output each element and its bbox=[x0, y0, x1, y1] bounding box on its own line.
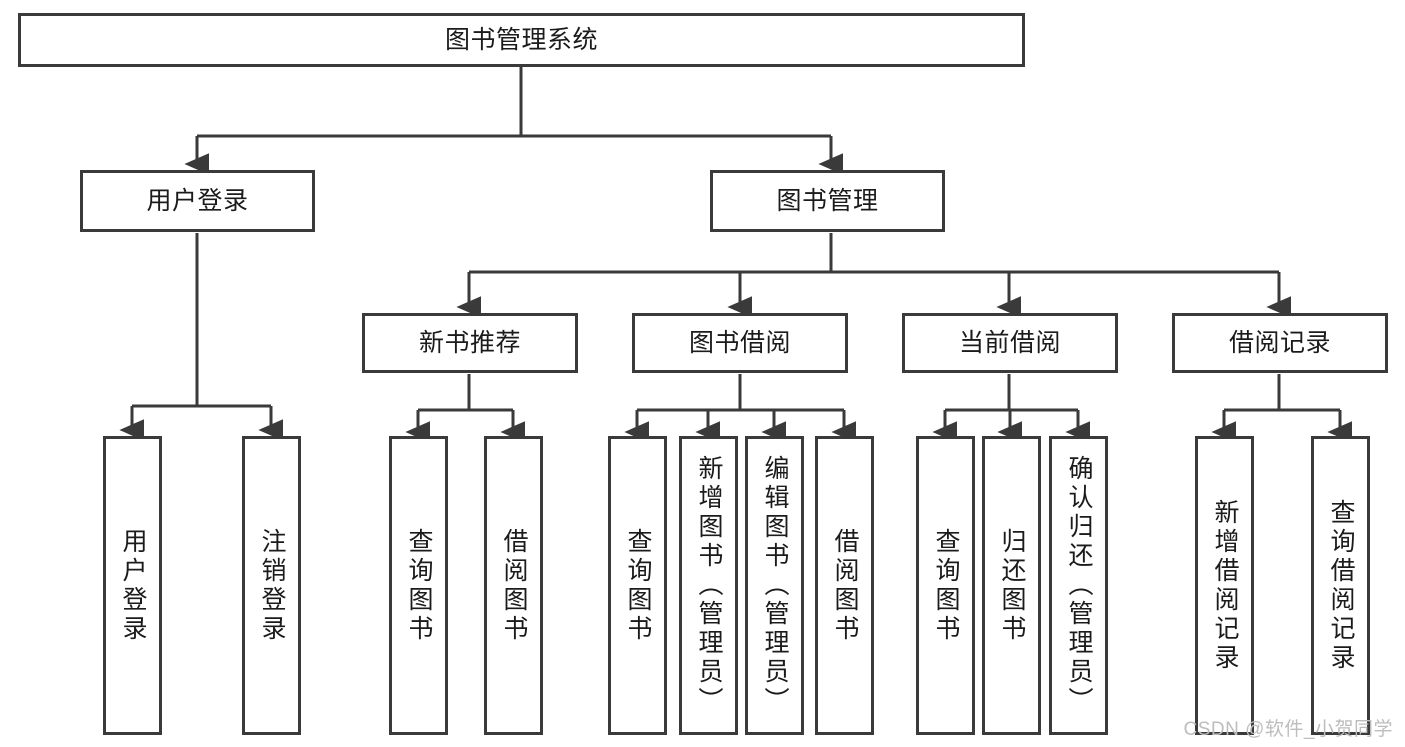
node-new-book-recommend[interactable]: 新书推荐 bbox=[362, 313, 578, 373]
node-leaf-current-return-book[interactable]: 归还图书 bbox=[982, 436, 1041, 735]
node-leaf-logout[interactable]: 注销登录 bbox=[242, 436, 301, 735]
node-label: 归还图书 bbox=[998, 527, 1026, 644]
node-user-login[interactable]: 用户登录 bbox=[80, 170, 315, 232]
node-label: 查询图书 bbox=[405, 527, 433, 644]
node-leaf-borrow-borrow-book[interactable]: 借阅图书 bbox=[815, 436, 874, 735]
node-leaf-user-login[interactable]: 用户登录 bbox=[103, 436, 162, 735]
node-leaf-borrow-query-book[interactable]: 查询图书 bbox=[608, 436, 667, 735]
node-label: 图书借阅 bbox=[688, 328, 791, 357]
node-leaf-newbook-query-book[interactable]: 查询图书 bbox=[389, 436, 448, 735]
node-label: 查询图书 bbox=[624, 527, 652, 644]
node-label: 用户登录 bbox=[119, 527, 147, 644]
node-label: 新书推荐 bbox=[418, 328, 521, 357]
node-leaf-current-confirm-return-admin[interactable]: 确认归还（管理员） bbox=[1049, 436, 1108, 735]
node-label: 图书管理 bbox=[776, 186, 879, 215]
node-label: 当前借阅 bbox=[958, 328, 1061, 357]
node-label: 借阅记录 bbox=[1228, 328, 1331, 357]
node-leaf-record-add-borrow-record[interactable]: 新增借阅记录 bbox=[1195, 436, 1254, 735]
node-leaf-record-query-borrow-record[interactable]: 查询借阅记录 bbox=[1311, 436, 1370, 735]
node-label: 确认归还（管理员） bbox=[1065, 455, 1093, 716]
node-leaf-newbook-borrow-book[interactable]: 借阅图书 bbox=[484, 436, 543, 735]
node-label: 借阅图书 bbox=[500, 527, 528, 644]
node-label: 注销登录 bbox=[258, 527, 286, 644]
node-leaf-current-query-book[interactable]: 查询图书 bbox=[916, 436, 975, 735]
csdn-watermark: CSDN @软件_小贺同学 bbox=[1183, 719, 1393, 740]
node-book-management[interactable]: 图书管理 bbox=[710, 170, 945, 232]
node-leaf-borrow-edit-book-admin[interactable]: 编辑图书（管理员） bbox=[745, 436, 804, 735]
node-label: 新增图书（管理员） bbox=[695, 455, 723, 716]
node-book-borrow[interactable]: 图书借阅 bbox=[632, 313, 848, 373]
node-label: 查询图书 bbox=[932, 527, 960, 644]
node-root-book-management-system[interactable]: 图书管理系统 bbox=[18, 13, 1025, 67]
node-label: 编辑图书（管理员） bbox=[761, 455, 789, 716]
node-label: 用户登录 bbox=[146, 186, 249, 215]
node-borrow-record[interactable]: 借阅记录 bbox=[1172, 313, 1388, 373]
node-label: 查询借阅记录 bbox=[1327, 498, 1355, 673]
node-label: 新增借阅记录 bbox=[1211, 498, 1239, 673]
node-current-borrow[interactable]: 当前借阅 bbox=[902, 313, 1118, 373]
node-label: 图书管理系统 bbox=[444, 25, 598, 54]
node-label: 借阅图书 bbox=[831, 527, 859, 644]
node-leaf-borrow-add-book-admin[interactable]: 新增图书（管理员） bbox=[679, 436, 738, 735]
